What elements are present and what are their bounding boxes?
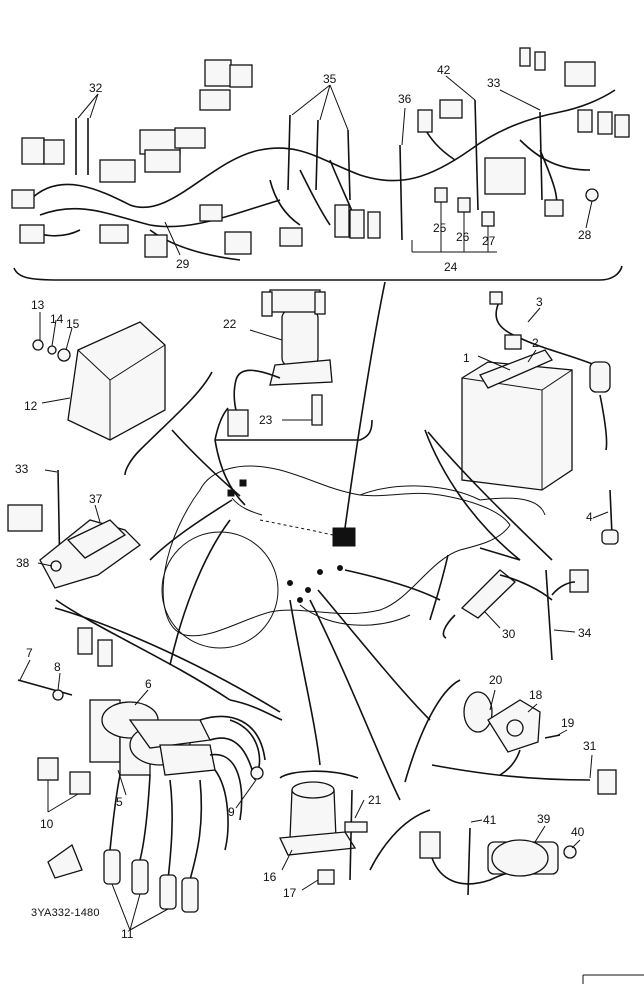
wire-harness bbox=[11, 47, 630, 261]
callout-33-top: 33 bbox=[487, 76, 501, 90]
callout-7: 7 bbox=[26, 646, 33, 660]
callout-3: 3 bbox=[536, 295, 543, 309]
callout-33-left: 33 bbox=[15, 462, 29, 476]
callout-11: 11 bbox=[121, 927, 134, 941]
callout-16: 16 bbox=[263, 870, 277, 884]
neutral-switch-18 bbox=[431, 689, 617, 795]
callout-37: 37 bbox=[89, 492, 103, 506]
callout-22: 22 bbox=[223, 317, 237, 331]
callout-13: 13 bbox=[31, 298, 45, 312]
starter-relay-39 bbox=[419, 819, 581, 896]
callout-4: 4 bbox=[586, 510, 593, 524]
callout-23: 23 bbox=[259, 413, 273, 427]
callout-9: 9 bbox=[228, 805, 235, 819]
callout-5: 5 bbox=[116, 795, 123, 809]
callout-25: 25 bbox=[433, 221, 447, 235]
battery-1 bbox=[461, 291, 619, 545]
callout-41: 41 bbox=[483, 813, 497, 827]
callout-34: 34 bbox=[578, 626, 592, 640]
ignition-coils bbox=[17, 599, 283, 931]
callout-17: 17 bbox=[283, 886, 297, 900]
diagram-code: 3YA332-1480 bbox=[31, 907, 100, 919]
ignition-switch-22 bbox=[227, 289, 333, 437]
callout-38: 38 bbox=[16, 556, 30, 570]
callout-8: 8 bbox=[54, 660, 61, 674]
callout-24: 24 bbox=[444, 260, 458, 274]
callout-42: 42 bbox=[437, 63, 451, 77]
callout-29: 29 bbox=[176, 257, 190, 271]
callout-1: 1 bbox=[463, 351, 470, 365]
callout-26: 26 bbox=[456, 230, 470, 244]
callout-28: 28 bbox=[578, 228, 592, 242]
callout-30: 30 bbox=[502, 627, 516, 641]
cdi-unit-12 bbox=[32, 312, 166, 441]
callout-19: 19 bbox=[561, 716, 575, 730]
pressure-switch-16 bbox=[279, 781, 368, 891]
callout-21: 21 bbox=[368, 793, 382, 807]
callout-36: 36 bbox=[398, 92, 412, 106]
callout-6: 6 bbox=[145, 677, 152, 691]
callout-12: 12 bbox=[24, 399, 38, 413]
callout-10: 10 bbox=[40, 817, 54, 831]
callout-15: 15 bbox=[66, 317, 80, 331]
motorcycle-outline bbox=[161, 465, 546, 649]
callout-35: 35 bbox=[323, 72, 337, 86]
callout-39: 39 bbox=[537, 812, 551, 826]
callout-32: 32 bbox=[89, 81, 103, 95]
callout-14: 14 bbox=[50, 312, 64, 326]
callout-2: 2 bbox=[532, 336, 539, 350]
callout-31: 31 bbox=[583, 739, 597, 753]
callout-18: 18 bbox=[529, 688, 543, 702]
relay-bracket-37 bbox=[7, 469, 142, 589]
callout-40: 40 bbox=[571, 825, 585, 839]
callout-20: 20 bbox=[489, 673, 503, 687]
temp-sensor-30 bbox=[442, 569, 589, 661]
callout-27: 27 bbox=[482, 234, 496, 248]
